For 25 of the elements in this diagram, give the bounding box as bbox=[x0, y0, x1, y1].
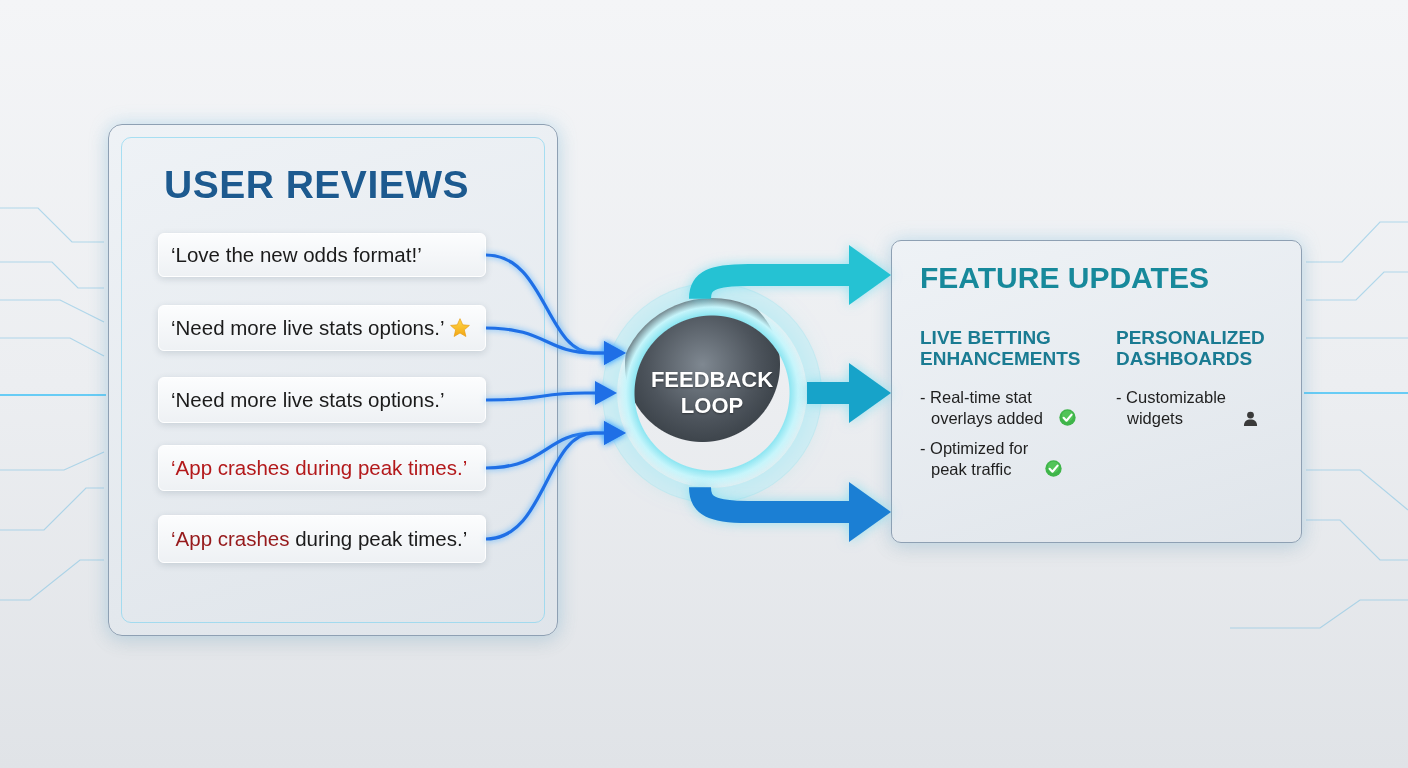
review-card bbox=[158, 305, 486, 351]
section-heading: LIVE BETTING ENHANCEMENTS bbox=[920, 327, 1082, 370]
bullet-text: - Optimized for peak traffic bbox=[920, 438, 1030, 480]
review-text: ‘App crashes during peak times.’ bbox=[171, 456, 468, 480]
review-card bbox=[158, 377, 486, 423]
review-card bbox=[158, 515, 486, 563]
panel-title: USER REVIEWS bbox=[164, 163, 470, 207]
review-card bbox=[158, 445, 486, 491]
reviews-panel bbox=[108, 124, 558, 636]
thick-arrow bbox=[689, 482, 891, 542]
bullet-text: - Customizable widgets bbox=[1116, 387, 1228, 429]
updates-panel bbox=[891, 240, 1302, 543]
node-label: FEEDBACK LOOP bbox=[649, 367, 775, 419]
review-text: ‘Love the new odds format!’ bbox=[171, 243, 422, 267]
bullet-text: - Real-time stat overlays added bbox=[920, 387, 1044, 429]
arrow bbox=[485, 326, 626, 365]
review-text: ‘Need more live stats options.’ bbox=[171, 388, 445, 412]
arrow bbox=[486, 381, 617, 405]
arrow bbox=[485, 421, 626, 541]
review-card bbox=[158, 233, 486, 277]
thick-arrow bbox=[689, 245, 891, 305]
section-heading: PERSONALIZED DASHBOARDS bbox=[1116, 327, 1266, 370]
panel-title: FEATURE UPDATES bbox=[920, 261, 1209, 295]
review-text: ‘Need more live stats options.’ bbox=[171, 316, 445, 340]
review-text: ‘App crashes during peak times.’ bbox=[171, 527, 468, 551]
